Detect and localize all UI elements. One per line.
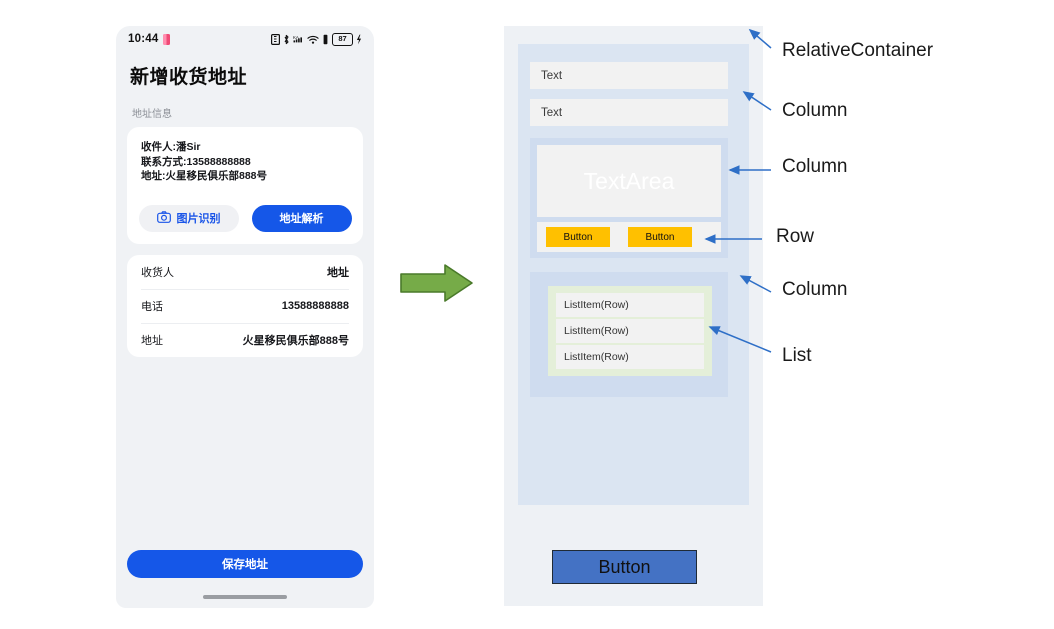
table-row[interactable]: 收货人 地址 bbox=[127, 255, 363, 289]
row-button-2[interactable]: Button bbox=[628, 227, 692, 247]
address-info-list: 收货人 地址 电话 13588888888 地址 火星移民俱乐部888号 bbox=[127, 254, 363, 357]
row-key: 电话 bbox=[141, 300, 163, 313]
row-value: 13588888888 bbox=[281, 299, 349, 312]
list-block: ListItem(Row) ListItem(Row) ListItem(Row… bbox=[548, 286, 712, 376]
textarea-box[interactable]: TextArea bbox=[537, 145, 721, 217]
bluetooth-icon bbox=[283, 34, 290, 45]
charging-bolt-icon bbox=[356, 34, 362, 45]
list-item[interactable]: ListItem(Row) bbox=[556, 293, 704, 317]
list-item[interactable]: ListItem(Row) bbox=[556, 319, 704, 343]
annotation-list: List bbox=[782, 345, 812, 366]
card-actions: 图片识别 地址解析 bbox=[138, 204, 352, 232]
text-box-2[interactable]: Text bbox=[530, 99, 728, 126]
text-box-1[interactable]: Text bbox=[530, 62, 728, 89]
bottom-button[interactable]: Button bbox=[552, 550, 697, 584]
wifi-icon bbox=[307, 34, 319, 45]
image-recognize-label: 图片识别 bbox=[176, 213, 221, 225]
row-value: 火星移民俱乐部888号 bbox=[242, 334, 349, 347]
column-outer-block: Text Text TextArea Button Button ListIte… bbox=[518, 44, 749, 505]
column-list-block: ListItem(Row) ListItem(Row) ListItem(Row… bbox=[530, 272, 728, 397]
address-parse-label: 地址解析 bbox=[279, 213, 324, 225]
save-address-button[interactable]: 保存地址 bbox=[127, 550, 363, 578]
annotation-row: Row bbox=[776, 226, 815, 247]
status-bar: 10:44 KA 87 bbox=[116, 26, 374, 52]
annotation-column-middle: Column bbox=[782, 156, 848, 177]
camera-icon bbox=[156, 210, 171, 226]
card-line-address: 地址:火星移民俱乐部888号 bbox=[141, 170, 268, 182]
page-title: 新增收货地址 bbox=[130, 67, 248, 88]
signal-ka-icon: KA bbox=[293, 34, 304, 45]
home-indicator bbox=[203, 595, 287, 599]
card-line-phone: 联系方式:13588888888 bbox=[141, 155, 251, 168]
save-button-container: 保存地址 bbox=[116, 550, 374, 578]
table-row[interactable]: 电话 13588888888 bbox=[127, 288, 363, 323]
annotation-column-list: Column bbox=[782, 279, 848, 300]
phone-mockup: 10:44 KA 87 新增收货地址 地址信息 bbox=[116, 26, 374, 608]
row-value: 地址 bbox=[327, 266, 349, 279]
relative-container-block: Text Text TextArea Button Button ListIte… bbox=[504, 26, 763, 606]
row-key: 收货人 bbox=[141, 266, 174, 279]
svg-text:KA: KA bbox=[293, 35, 299, 40]
section-label: 地址信息 bbox=[132, 109, 172, 120]
row-block: Button Button bbox=[537, 222, 721, 252]
address-parse-button[interactable]: 地址解析 bbox=[251, 204, 352, 232]
column-middle-block: TextArea Button Button bbox=[530, 138, 728, 258]
row-key: 地址 bbox=[141, 334, 163, 347]
status-bar-right: KA 87 bbox=[271, 32, 362, 46]
row-button-1[interactable]: Button bbox=[546, 227, 610, 247]
status-bar-left: 10:44 bbox=[128, 33, 171, 45]
card-line-recipient: 收件人:潘Sir bbox=[141, 141, 201, 153]
vibrate-icon bbox=[322, 34, 329, 45]
annotation-relative-container: RelativeContainer bbox=[782, 40, 934, 61]
nfc-icon bbox=[271, 33, 280, 45]
table-row[interactable]: 地址 火星移民俱乐部888号 bbox=[127, 322, 363, 357]
annotation-column-outer: Column bbox=[782, 100, 848, 121]
green-arrow-icon bbox=[400, 264, 473, 302]
sim-icon bbox=[163, 33, 171, 45]
battery-icon: 87 bbox=[332, 32, 353, 46]
address-card: 收件人:潘Sir 联系方式:13588888888 地址:火星移民俱乐部888号… bbox=[127, 127, 363, 244]
image-recognize-button[interactable]: 图片识别 bbox=[138, 204, 239, 232]
list-item[interactable]: ListItem(Row) bbox=[556, 345, 704, 369]
status-time: 10:44 bbox=[128, 33, 159, 45]
